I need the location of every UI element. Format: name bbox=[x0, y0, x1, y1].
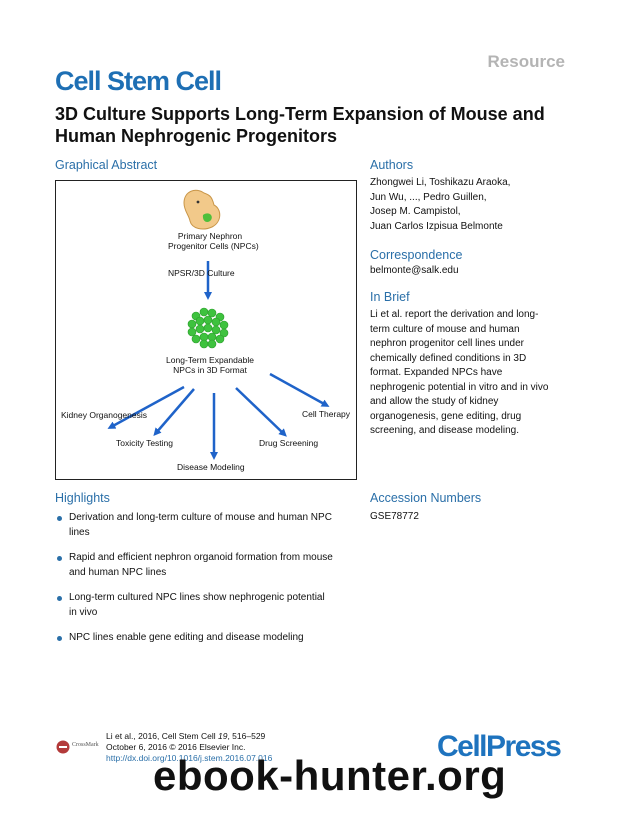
npc-cluster-icon bbox=[187, 307, 229, 349]
source-cells-label: Primary Nephron Progenitor Cells (NPCs) bbox=[168, 231, 259, 251]
authors-list: Zhongwei Li, Toshikazu Araoka, Jun Wu, .… bbox=[370, 177, 511, 232]
highlights-list: Derivation and long-term culture of mous… bbox=[55, 511, 355, 657]
expandable-npcs-label: Long-Term Expandable NPCs in 3D Format bbox=[166, 355, 254, 375]
in-brief-heading: In Brief bbox=[370, 290, 410, 304]
graphical-abstract: Primary Nephron Progenitor Cells (NPCs) … bbox=[55, 180, 357, 480]
correspondence-email[interactable]: belmonte@salk.edu bbox=[370, 265, 459, 276]
arrow-to-kidney bbox=[107, 385, 185, 429]
cellpress-logo: CellPress bbox=[437, 730, 562, 763]
highlight-item: Rapid and efficient nephron organoid for… bbox=[55, 551, 355, 580]
arrow-to-toxicity bbox=[153, 388, 195, 437]
accession-number[interactable]: GSE78772 bbox=[370, 511, 419, 522]
graphical-abstract-diagram bbox=[107, 189, 330, 460]
authors-heading: Authors bbox=[370, 158, 414, 172]
crossmark-icon[interactable]: CrossMark bbox=[56, 740, 104, 754]
citation-block: Li et al., 2016, Cell Stem Cell 19, 516–… bbox=[106, 731, 273, 763]
cell-therapy-label: Cell Therapy bbox=[302, 409, 351, 419]
watermark-text: ebook-hunter.org bbox=[153, 752, 507, 799]
highlight-item: Long-term cultured NPC lines show nephro… bbox=[55, 591, 355, 620]
graphical-abstract-heading: Graphical Abstract bbox=[55, 158, 158, 172]
correspondence-heading: Correspondence bbox=[370, 248, 463, 262]
embryo-icon bbox=[183, 189, 221, 230]
resource-label: Resource bbox=[487, 52, 565, 71]
highlights-heading: Highlights bbox=[55, 491, 110, 505]
accession-heading: Accession Numbers bbox=[370, 491, 482, 505]
arrow-to-drug bbox=[235, 387, 287, 437]
culture-label: NPSR/3D Culture bbox=[168, 268, 235, 278]
doi-link[interactable]: http://dx.doi.org/10.1016/j.stem.2016.07… bbox=[106, 753, 273, 763]
toxicity-testing-label: Toxicity Testing bbox=[116, 438, 174, 448]
article-title: 3D Culture Supports Long-Term Expansion … bbox=[55, 104, 545, 146]
in-brief-text: Li et al. report the derivation and long… bbox=[370, 309, 549, 436]
kidney-organogenesis-label: Kidney Organogenesis bbox=[61, 410, 148, 420]
drug-screening-label: Drug Screening bbox=[259, 438, 319, 448]
disease-modeling-label: Disease Modeling bbox=[177, 462, 245, 472]
journal-name: Cell Stem Cell bbox=[55, 66, 222, 96]
highlight-item: NPC lines enable gene editing and diseas… bbox=[55, 631, 355, 646]
highlight-item: Derivation and long-term culture of mous… bbox=[55, 511, 355, 540]
arrow-to-therapy bbox=[269, 372, 330, 407]
